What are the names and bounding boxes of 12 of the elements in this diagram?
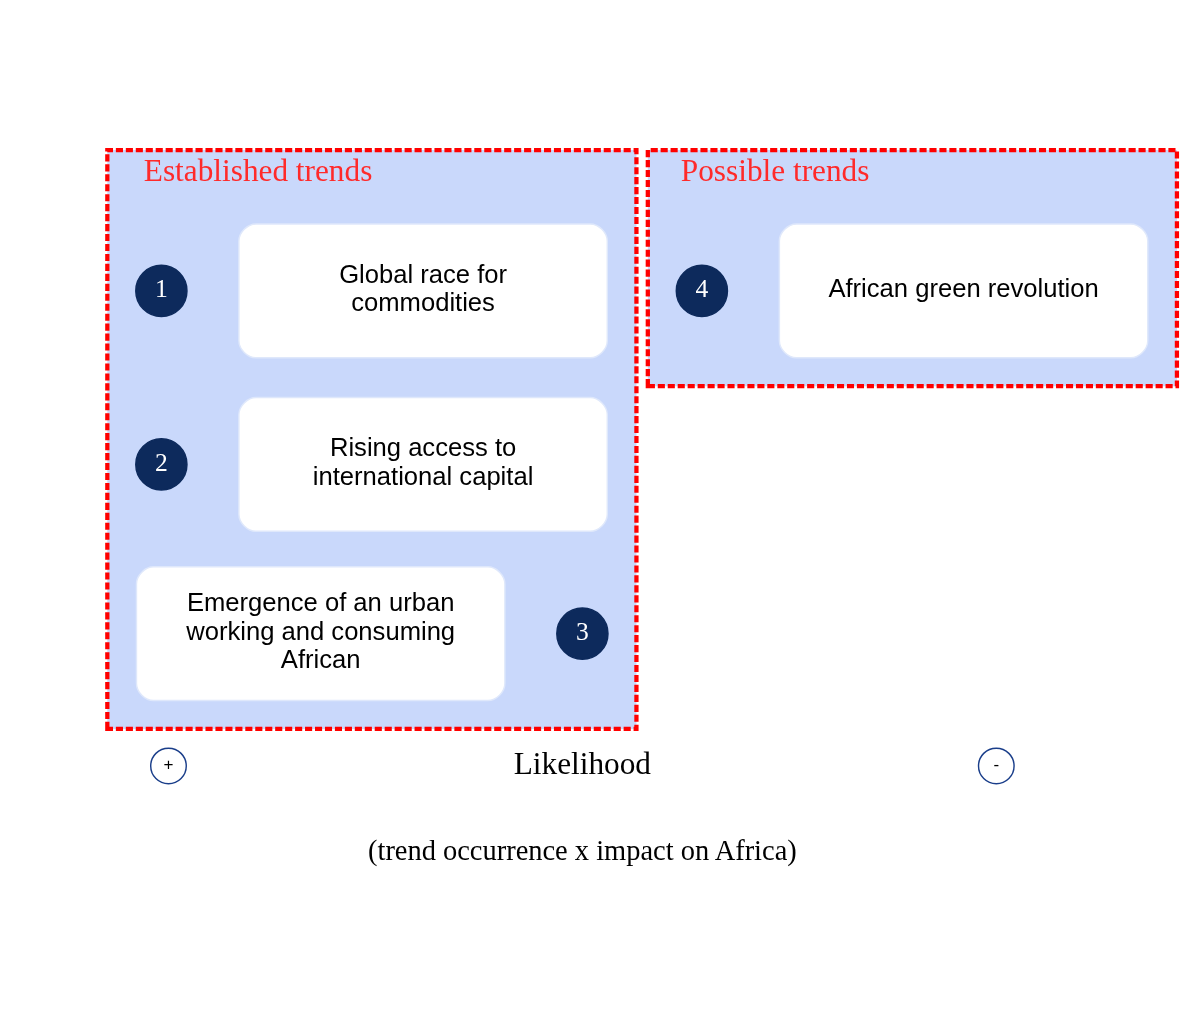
node-circle: 2 (135, 437, 188, 491)
label: Likelihood (513, 745, 652, 781)
node-box: Rising access to international capital (238, 396, 608, 532)
node-box: African green revolution (778, 222, 1149, 358)
node-box: Global race for commodities (238, 222, 608, 358)
label: + (163, 754, 174, 774)
node-box: Emergence of an urban working and consuming African (135, 565, 506, 701)
node-circle: 3 (556, 606, 609, 660)
label: - (993, 754, 1000, 774)
label: (trend occurrence x impact on Africa) (368, 834, 797, 866)
node-circle: 1 (135, 264, 188, 317)
node-circle: 4 (675, 264, 729, 317)
